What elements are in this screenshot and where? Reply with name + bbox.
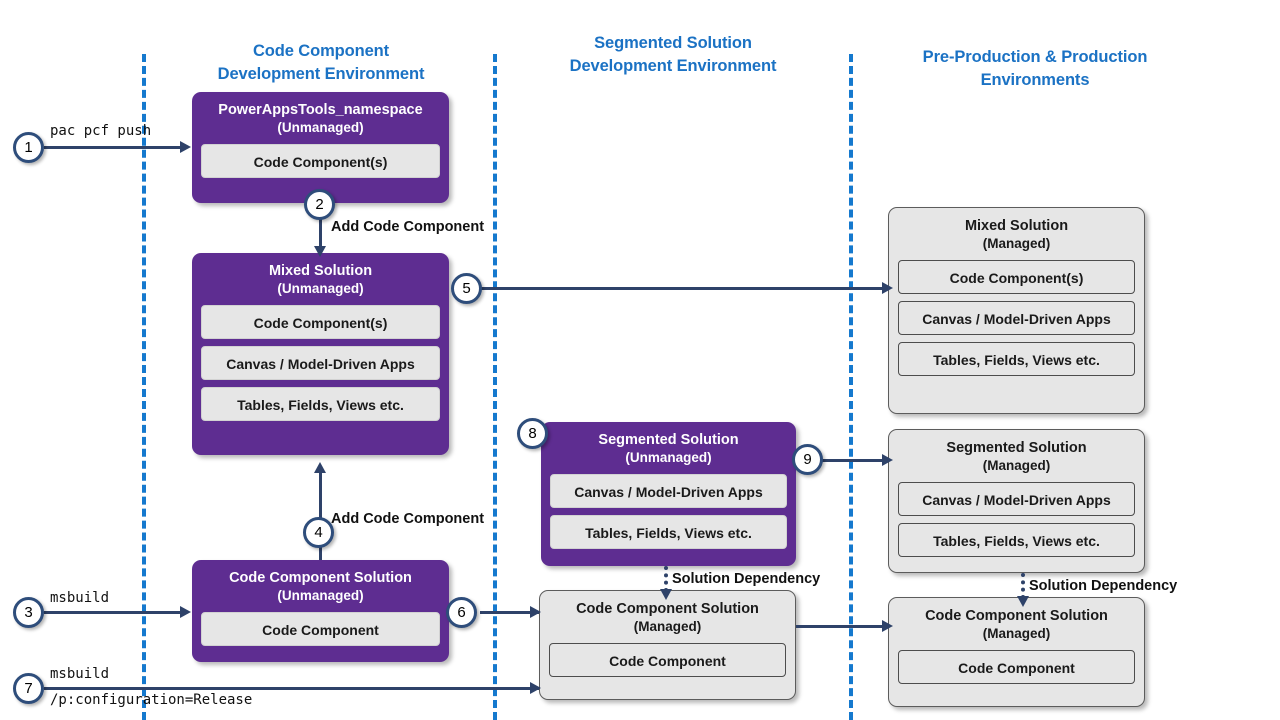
box-title-text: Segmented Solution [946, 440, 1087, 456]
box-state-text: (Unmanaged) [277, 588, 364, 603]
dependency-head-prod [1017, 596, 1029, 607]
arrow-4-head [314, 462, 326, 473]
lane-title-code-component-dev: Code Component Development Environment [186, 40, 456, 86]
box-item-code-component[interactable]: Code Component [201, 612, 440, 646]
box-title-text: Segmented Solution [598, 432, 739, 448]
box-title: PowerAppsTools_namespace (Unmanaged) [192, 92, 449, 137]
dependency-line-prod [1021, 573, 1025, 599]
lane-title-line1: Pre-Production & Production [922, 48, 1148, 66]
box-title: Code Component Solution (Managed) [540, 591, 795, 636]
box-item-canvas-model-driven-apps[interactable]: Canvas / Model-Driven Apps [898, 301, 1135, 335]
step-circle-1[interactable]: 1 [13, 132, 44, 163]
box-item-code-component[interactable]: Code Component [549, 643, 786, 677]
box-title: Code Component Solution (Managed) [889, 598, 1144, 643]
box-code-component-solution-unmanaged[interactable]: Code Component Solution (Unmanaged) Code… [192, 560, 449, 662]
step-circle-3[interactable]: 3 [13, 597, 44, 628]
box-title-text: Code Component Solution [229, 570, 412, 586]
lane-divider-1 [142, 54, 146, 720]
box-code-component-solution-managed-prod[interactable]: Code Component Solution (Managed) Code C… [888, 597, 1145, 707]
box-state-text: (Managed) [633, 619, 702, 634]
box-item-tables-fields-views[interactable]: Tables, Fields, Views etc. [550, 515, 787, 549]
box-title-text: PowerAppsTools_namespace [218, 102, 423, 118]
box-item-canvas-model-driven-apps[interactable]: Canvas / Model-Driven Apps [550, 474, 787, 508]
lane-title-line2: Development Environment [569, 57, 777, 75]
box-state-text: (Unmanaged) [625, 450, 712, 465]
arrow-9-line [822, 459, 885, 462]
box-code-component-solution-managed-mid[interactable]: Code Component Solution (Managed) Code C… [539, 590, 796, 700]
box-title-text: Code Component Solution [925, 608, 1108, 624]
box-title: Mixed Solution (Managed) [889, 208, 1144, 253]
box-title-text: Mixed Solution [964, 218, 1069, 234]
arrow-2-line [319, 203, 322, 248]
command-msbuild-release-line2: /p:configuration=Release [50, 692, 253, 708]
step-circle-5[interactable]: 5 [451, 273, 482, 304]
step-circle-6[interactable]: 6 [446, 597, 477, 628]
lane-title-line1: Code Component [252, 42, 390, 60]
box-title-text: Code Component Solution [576, 601, 759, 617]
lane-title-line2: Environments [980, 71, 1090, 89]
arrow-5-line [480, 287, 885, 290]
lane-divider-3 [849, 54, 853, 720]
label-solution-dependency-mid: Solution Dependency [672, 571, 821, 587]
box-item-code-component[interactable]: Code Component [898, 650, 1135, 684]
arrow-ccs-to-prod-head [882, 620, 893, 632]
box-state-text: (Unmanaged) [277, 281, 364, 296]
arrow-6-head [530, 606, 541, 618]
arrow-9-head [882, 454, 893, 466]
dependency-line-mid [664, 566, 668, 592]
step-circle-4[interactable]: 4 [303, 517, 334, 548]
box-title: Segmented Solution (Managed) [889, 430, 1144, 475]
box-powerappstools-namespace[interactable]: PowerAppsTools_namespace (Unmanaged) Cod… [192, 92, 449, 203]
arrow-ccs-to-prod-line [796, 625, 886, 628]
box-item-code-components[interactable]: Code Component(s) [201, 305, 440, 339]
box-item-tables-fields-views[interactable]: Tables, Fields, Views etc. [898, 342, 1135, 376]
label-add-code-component-bottom: Add Code Component [331, 511, 485, 527]
box-title: Mixed Solution (Unmanaged) [192, 253, 449, 298]
label-solution-dependency-prod: Solution Dependency [1029, 578, 1178, 594]
box-item-code-components[interactable]: Code Component(s) [201, 144, 440, 178]
box-item-tables-fields-views[interactable]: Tables, Fields, Views etc. [898, 523, 1135, 557]
box-mixed-solution-unmanaged[interactable]: Mixed Solution (Unmanaged) Code Componen… [192, 253, 449, 455]
arrow-3-line [44, 611, 182, 614]
command-pac-pcf-push: pac pcf push [50, 123, 152, 139]
box-state-text: (Unmanaged) [277, 120, 364, 135]
command-msbuild: msbuild [50, 590, 110, 606]
box-item-canvas-model-driven-apps[interactable]: Canvas / Model-Driven Apps [898, 482, 1135, 516]
lane-title-line2: Development Environment [217, 65, 425, 83]
arrow-5-head [882, 282, 893, 294]
lane-divider-2 [493, 54, 497, 720]
box-title: Segmented Solution (Unmanaged) [541, 422, 796, 467]
box-state-text: (Managed) [982, 236, 1051, 251]
step-circle-7[interactable]: 7 [13, 673, 44, 704]
lane-title-segmented-solution-dev: Segmented Solution Development Environme… [538, 32, 808, 78]
arrow-6-line [480, 611, 539, 614]
arrow-7-line [44, 687, 539, 690]
box-title: Code Component Solution (Unmanaged) [192, 560, 449, 605]
box-state-text: (Managed) [982, 458, 1051, 473]
command-msbuild-release-line1: msbuild [50, 666, 110, 682]
step-circle-2[interactable]: 2 [304, 189, 335, 220]
arrow-2-head [314, 246, 326, 257]
box-item-tables-fields-views[interactable]: Tables, Fields, Views etc. [201, 387, 440, 421]
lane-title-preprod-prod: Pre-Production & Production Environments [890, 46, 1180, 92]
label-add-code-component-top: Add Code Component [331, 219, 485, 235]
box-title-text: Mixed Solution [268, 263, 373, 279]
box-state-text: (Managed) [982, 626, 1051, 641]
step-circle-9[interactable]: 9 [792, 444, 823, 475]
arrow-3-head [180, 606, 191, 618]
dependency-head-mid [660, 589, 672, 600]
arrow-1-line [44, 146, 182, 149]
box-segmented-solution-managed[interactable]: Segmented Solution (Managed) Canvas / Mo… [888, 429, 1145, 573]
step-circle-8[interactable]: 8 [517, 418, 548, 449]
arrow-7-head [530, 682, 541, 694]
box-mixed-solution-managed[interactable]: Mixed Solution (Managed) Code Component(… [888, 207, 1145, 414]
arrow-1-head [180, 141, 191, 153]
box-item-canvas-model-driven-apps[interactable]: Canvas / Model-Driven Apps [201, 346, 440, 380]
box-item-code-components[interactable]: Code Component(s) [898, 260, 1135, 294]
lane-title-line1: Segmented Solution [594, 34, 752, 52]
box-segmented-solution-unmanaged[interactable]: Segmented Solution (Unmanaged) Canvas / … [541, 422, 796, 566]
arrow-4-line [319, 472, 322, 560]
